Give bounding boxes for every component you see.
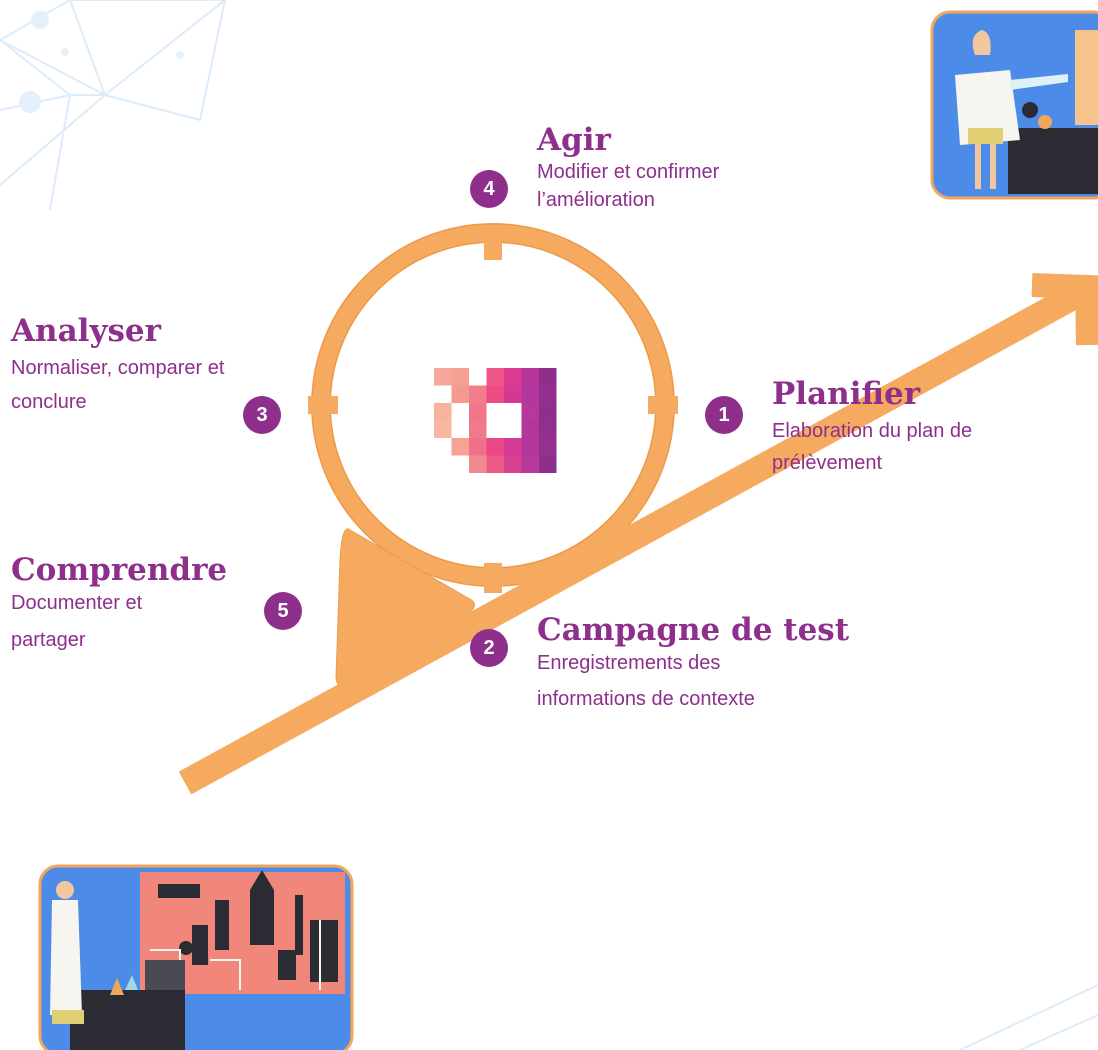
step-1-title: Planifier xyxy=(772,376,921,412)
logo-pixel xyxy=(451,438,469,456)
step-5-label: Comprendre Documenter et partager xyxy=(11,552,227,662)
logo-pixel xyxy=(469,438,487,456)
step-4-label: Agir Modifier et confirmer l’amélioratio… xyxy=(537,122,719,214)
logo-pixel xyxy=(504,455,522,473)
logo-pixel xyxy=(434,403,452,421)
step-2-title: Campagne de test xyxy=(537,612,850,648)
logo-pixel xyxy=(434,368,452,386)
network-decoration-top-left xyxy=(0,0,227,211)
step-3-desc-line-1: Normaliser, comparer et xyxy=(11,357,225,379)
logo-pixel xyxy=(521,385,539,403)
trend-arrow-icon xyxy=(178,273,1098,795)
step-1-desc-line-1: Elaboration du plan de xyxy=(772,420,973,442)
logo-pixel xyxy=(521,420,539,438)
logo-pixel xyxy=(504,385,522,403)
step-5-number-badge: 5 xyxy=(264,592,302,630)
cycle-circle xyxy=(308,223,678,593)
step-4-number-badge: 4 xyxy=(470,170,508,208)
step-3-label: Analyser Normaliser, comparer et conclur… xyxy=(11,313,224,417)
logo-pixel xyxy=(539,403,557,421)
step-4-title: Agir xyxy=(537,122,611,158)
step-5-desc-line-1: Documenter et xyxy=(11,592,143,614)
step-5-desc-line-2: partager xyxy=(11,629,86,651)
step-2-desc-line-2: informations de contexte xyxy=(537,688,755,710)
logo-pixel xyxy=(504,438,522,456)
logo-pixel xyxy=(486,438,504,456)
logo-pixel xyxy=(451,385,469,403)
logo-pixel xyxy=(539,420,557,438)
step-4-desc-line-1: Modifier et confirmer xyxy=(537,161,720,183)
logo-pixel xyxy=(434,420,452,438)
scientist-illustration-top xyxy=(930,10,1098,200)
logo-pixel xyxy=(486,368,504,386)
step-1-label: Planifier Elaboration du plan de prélève… xyxy=(772,376,972,476)
factory-illustration-bottom xyxy=(38,864,354,1050)
step-1-number-badge: 1 xyxy=(705,396,743,434)
logo-pixel xyxy=(469,420,487,438)
logo-pixel xyxy=(486,385,504,403)
logo-pixel xyxy=(521,455,539,473)
logo-pixel xyxy=(521,368,539,386)
step-3-desc-line-2: conclure xyxy=(11,391,87,413)
step-3-title: Analyser xyxy=(11,313,161,349)
logo-pixel xyxy=(539,455,557,473)
logo-pixel xyxy=(451,368,469,386)
step-2-desc-line-1: Enregistrements des xyxy=(537,652,721,674)
logo-pixel xyxy=(486,455,504,473)
logo-pixel xyxy=(469,455,487,473)
step-2-number-badge: 2 xyxy=(470,629,508,667)
step-4-desc-line-2: l’amélioration xyxy=(537,189,655,211)
logo-pixel xyxy=(539,438,557,456)
logo-pixel xyxy=(539,368,557,386)
logo-pixel xyxy=(504,368,522,386)
logo-pixel-mark-icon xyxy=(434,368,557,473)
logo-pixel xyxy=(521,438,539,456)
logo-pixel xyxy=(539,385,557,403)
step-3-number-badge: 3 xyxy=(243,396,281,434)
network-decoration-bottom-right xyxy=(959,984,1098,1050)
step-1-desc-line-2: prélèvement xyxy=(772,452,883,474)
logo-pixel xyxy=(469,385,487,403)
logo-pixel xyxy=(521,403,539,421)
logo-pixel xyxy=(469,403,487,421)
step-2-label: Campagne de test Enregistrements des inf… xyxy=(537,612,849,720)
step-5-title: Comprendre xyxy=(11,552,228,588)
